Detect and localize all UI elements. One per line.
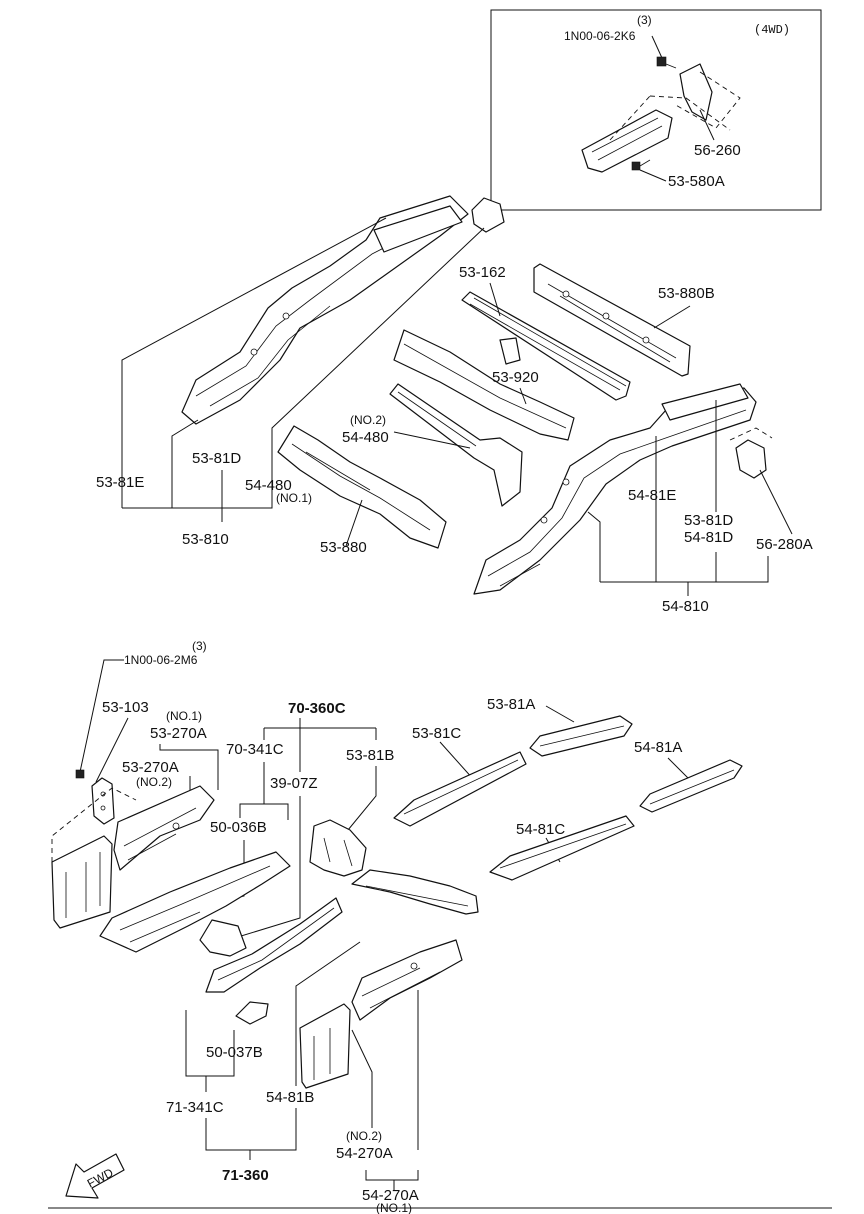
inset-4wd-box: (4WD) (3) 1N00-06-2K6 56-260 53-580A	[490, 9, 822, 211]
label-53-270A-no1-tag: (NO.1)	[166, 709, 202, 723]
label-54-480-no1: 54-480	[245, 477, 292, 494]
label-54-270A-no2: 54-270A	[336, 1145, 393, 1162]
label-53-81A: 53-81A	[487, 696, 535, 713]
label-54-81E: 54-81E	[628, 487, 676, 504]
part-53-81D-right	[661, 383, 749, 421]
label-53-81D-right: 53-81D	[684, 512, 733, 529]
label-70-341C: 70-341C	[226, 741, 284, 758]
part-39-07Z	[199, 919, 247, 957]
lower-bolt-part: 1N00-06-2M6	[124, 653, 198, 667]
label-53-103: 53-103	[102, 699, 149, 716]
lower-bolt-icon	[75, 769, 85, 779]
label-70-360C: 70-360C	[288, 700, 346, 717]
part-53-81D-top	[373, 205, 463, 253]
label-54-81A: 54-81A	[634, 739, 682, 756]
label-53-270A-no2-tag: (NO.2)	[136, 775, 172, 789]
inset-title: (4WD)	[754, 23, 790, 37]
part-53-270A-no1	[113, 785, 215, 871]
label-53-81C: 53-81C	[412, 725, 461, 742]
bolt-icon	[656, 56, 677, 69]
part-56-280A	[735, 439, 767, 479]
part-50-037B	[235, 1001, 269, 1025]
inset-bolt-qty: (3)	[637, 13, 652, 27]
label-53-270A-no1: 53-270A	[150, 725, 207, 742]
bolt-53-580A-icon	[631, 159, 651, 171]
label-54-810: 54-810	[662, 598, 709, 615]
part-54-270A-no2	[299, 1003, 351, 1089]
part-54-480-no1-bracket	[471, 197, 505, 233]
part-53-880B	[533, 263, 691, 377]
part-inset-crossmember	[581, 109, 673, 173]
label-54-480-no1-tag: (NO.1)	[276, 491, 312, 505]
part-53-103	[91, 777, 115, 825]
label-53-880B: 53-880B	[658, 285, 715, 302]
label-54-81C: 54-81C	[516, 821, 565, 838]
label-53-880: 53-880	[320, 539, 367, 556]
part-53-81B	[309, 819, 367, 877]
inset-bolt-part: 1N00-06-2K6	[564, 29, 636, 43]
label-54-270A-no1-tag: (NO.1)	[376, 1201, 412, 1214]
label-53-270A-no2: 53-270A	[122, 759, 179, 776]
part-54-480-no2	[389, 383, 523, 507]
label-56-260: 56-260	[694, 142, 741, 159]
part-54-81E	[473, 387, 757, 595]
label-53-81E: 53-81E	[96, 474, 144, 491]
part-54-270A-no1	[351, 939, 463, 1021]
label-53-810: 53-810	[182, 531, 229, 548]
label-53-81B: 53-81B	[346, 747, 394, 764]
lower-bolt-qty: (3)	[192, 639, 207, 653]
label-39-07Z: 39-07Z	[270, 775, 318, 792]
part-54-81C	[489, 815, 635, 881]
upper-group: 53-81E 53-81D 54-480 (NO.1) 53-810 53-88…	[96, 195, 813, 615]
label-54-480-no2: 54-480	[342, 429, 389, 446]
label-54-270A-no1: 54-270A	[362, 1187, 419, 1204]
part-53-880	[277, 425, 447, 549]
label-53-162: 53-162	[459, 264, 506, 281]
label-53-920: 53-920	[492, 369, 539, 386]
label-54-270A-no2-tag: (NO.2)	[346, 1129, 382, 1143]
part-50-036B	[99, 851, 291, 953]
part-53-162	[461, 291, 631, 401]
part-53-81C	[393, 751, 527, 827]
part-56-260	[679, 63, 713, 121]
fwd-arrow-icon: FWD	[65, 1153, 125, 1199]
label-54-81D: 54-81D	[684, 529, 733, 546]
part-53-920	[393, 329, 575, 441]
label-53-580A: 53-580A	[668, 173, 725, 190]
label-50-036B: 50-036B	[210, 819, 267, 836]
lower-group: (3) 1N00-06-2M6 53-103 (NO.1) 53-270A 53…	[51, 639, 743, 1214]
label-54-81B: 54-81B	[266, 1089, 314, 1106]
label-71-360: 71-360	[222, 1167, 269, 1184]
part-54-81A	[639, 759, 743, 813]
label-71-341C: 71-341C	[166, 1099, 224, 1116]
label-53-81D: 53-81D	[192, 450, 241, 467]
part-front-rail-mid	[205, 897, 343, 993]
part-70-341C	[351, 869, 479, 915]
part-53-270A-no2	[51, 835, 113, 929]
label-56-280A: 56-280A	[756, 536, 813, 553]
label-54-480-no2-tag: (NO.2)	[350, 413, 386, 427]
